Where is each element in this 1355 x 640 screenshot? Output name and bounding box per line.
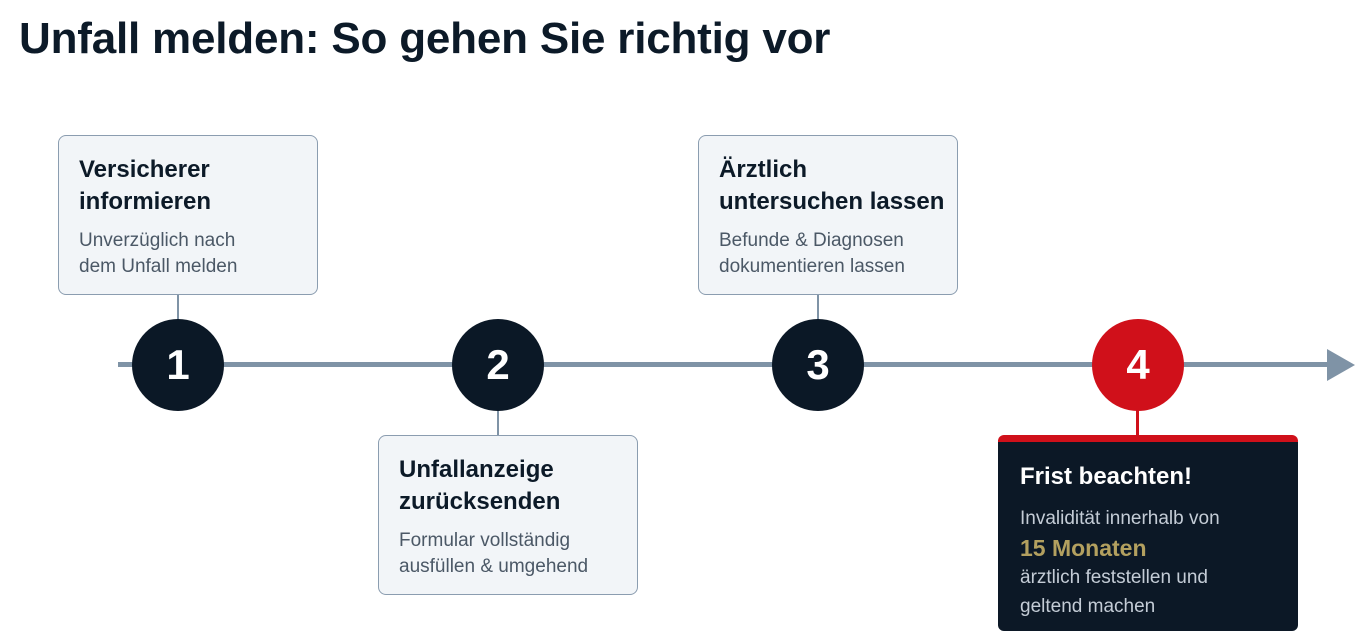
step-3-title: Ärztlich untersuchen lassen xyxy=(719,156,945,215)
step-2-card: Unfallanzeige zurücksenden Formular voll… xyxy=(378,435,638,595)
connector-step-3 xyxy=(817,295,819,321)
timeline-line xyxy=(118,362,1333,367)
step-2-title: Unfallanzeige zurücksenden xyxy=(399,456,561,515)
step-4-title: Frist beachten! xyxy=(1020,463,1193,490)
step-2-text: Formular vollständig ausfüllen & umgehen… xyxy=(399,530,589,577)
step-3-card: Ärztlich untersuchen lassen Befunde & Di… xyxy=(698,135,958,295)
step-3-text: Befunde & Diagnosen dokumentieren lassen xyxy=(719,230,905,277)
connector-step-1 xyxy=(177,295,179,321)
step-4-card: Frist beachten! Invalidität innerhalb vo… xyxy=(998,435,1298,631)
step-1-title: Versicherer informieren xyxy=(79,156,212,215)
page-title: Unfall melden: So gehen Sie richtig vor xyxy=(19,14,831,63)
step-4-text: Invalidität innerhalb von 15 Monaten ärz… xyxy=(1020,504,1298,621)
step-4-marker: 4 xyxy=(1092,319,1184,411)
deadline-highlight: 15 Monaten xyxy=(1020,535,1147,561)
step-1-marker: 1 xyxy=(132,319,224,411)
step-1-card: Versicherer informieren Unverzüglich nac… xyxy=(58,135,318,295)
step-1-text: Unverzüglich nach dem Unfall melden xyxy=(79,230,238,277)
connector-step-4 xyxy=(1136,409,1139,437)
step-2-marker: 2 xyxy=(452,319,544,411)
connector-step-2 xyxy=(497,409,499,435)
step-3-marker: 3 xyxy=(772,319,864,411)
timeline-arrow-icon xyxy=(1327,349,1355,381)
